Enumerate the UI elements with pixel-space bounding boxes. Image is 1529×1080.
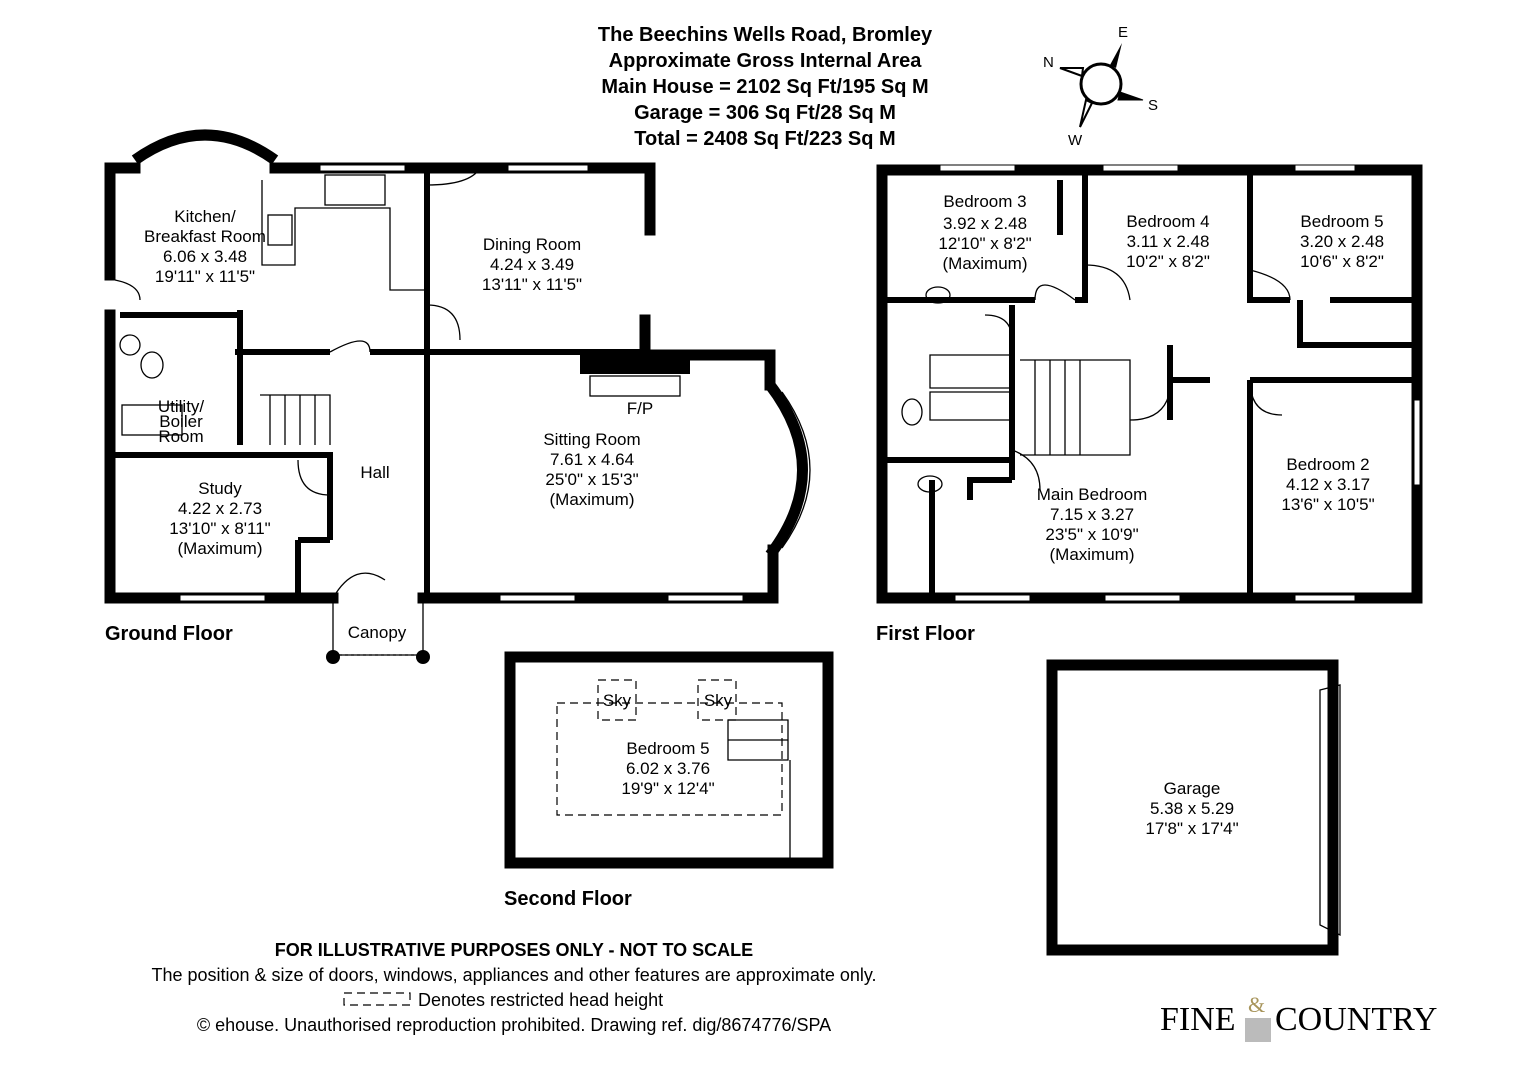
room-name: Boiler [159, 412, 203, 431]
main-house-area: Main House = 2102 Sq Ft/195 Sq M [601, 76, 928, 98]
floor-label: Second Floor [504, 888, 632, 910]
room-imperial: 13'10" x 8'11" [169, 519, 270, 538]
room-note: (Maximum) [550, 490, 635, 509]
room-name: Bedroom 5 [626, 739, 709, 758]
room-name: Kitchen/ [174, 207, 236, 226]
room-metric: 3.92 x 2.48 [943, 214, 1027, 233]
room-imperial: 19'9" x 12'4" [621, 779, 714, 798]
room-metric: 4.24 x 3.49 [490, 255, 574, 274]
room-imperial: 12'10" x 8'2" [938, 234, 1031, 253]
restricted-height-legend-icon [343, 992, 411, 1006]
room-name: Room [158, 427, 203, 446]
garage-plan: Garage 5.38 x 5.29 17'8" x 17'4" [1046, 659, 1341, 956]
room-name: Garage [1164, 779, 1221, 798]
room-metric: 7.15 x 3.27 [1050, 505, 1134, 524]
skylight-label: Sky [603, 691, 632, 710]
logo-amp: & [1248, 992, 1265, 1017]
room-name: Main Bedroom [1037, 485, 1148, 504]
legend-text: Denotes restricted head height [418, 990, 663, 1010]
room-name: Hall [360, 463, 389, 482]
logo-text: FINE [1160, 1001, 1236, 1038]
room-name: Dining Room [483, 235, 581, 254]
room-metric: 3.11 x 2.48 [1127, 232, 1210, 251]
room-imperial: 10'2" x 8'2" [1126, 252, 1210, 271]
room-metric: 6.06 x 3.48 [163, 247, 247, 266]
floor-label: Ground Floor [105, 623, 233, 645]
room-metric: 5.38 x 5.29 [1150, 799, 1234, 818]
skylight-label: Sky [704, 691, 733, 710]
header: The Beechins Wells Road, Bromley Approxi… [598, 24, 933, 150]
garage-area: Garage = 306 Sq Ft/28 Sq M [634, 102, 896, 124]
room-name: Utility/ [158, 397, 205, 416]
footer: FOR ILLUSTRATIVE PURPOSES ONLY - NOT TO … [151, 940, 876, 1035]
room-name: Bedroom 3 [943, 192, 1026, 211]
room-imperial: 13'11" x 11'5" [482, 275, 582, 294]
room-name: Breakfast Room [144, 227, 266, 246]
room-imperial: 10'6" x 8'2" [1300, 252, 1384, 271]
logo-text: COUNTRY [1275, 1001, 1437, 1038]
second-floor-plan: Sky Sky Bedroom 5 6.02 x 3.76 19'9" x 12… [504, 651, 834, 910]
room-name: Study [198, 479, 242, 498]
room-metric: 3.20 x 2.48 [1300, 232, 1384, 251]
compass-e: E [1118, 24, 1128, 41]
room-name: Canopy [348, 623, 407, 642]
total-area: Total = 2408 Sq Ft/223 Sq M [634, 128, 895, 150]
room-metric: 7.61 x 4.64 [550, 450, 634, 469]
room-name: Bedroom 2 [1286, 455, 1369, 474]
room-note: (Maximum) [943, 254, 1028, 273]
compass-w: W [1068, 132, 1083, 149]
room-imperial: 13'6" x 10'5" [1281, 495, 1374, 514]
room-imperial: 23'5" x 10'9" [1045, 525, 1138, 544]
compass-n: N [1043, 54, 1054, 71]
room-metric: 4.22 x 2.73 [178, 499, 262, 518]
fireplace-label: F/P [627, 399, 653, 418]
position-note: The position & size of doors, windows, a… [151, 965, 876, 985]
room-note: (Maximum) [178, 539, 263, 558]
room-imperial: 25'0" x 15'3" [545, 470, 638, 489]
compass-icon: E N S W [1043, 24, 1158, 149]
area-subtitle: Approximate Gross Internal Area [609, 50, 923, 72]
disclaimer: FOR ILLUSTRATIVE PURPOSES ONLY - NOT TO … [275, 940, 753, 960]
compass-s: S [1148, 97, 1158, 114]
ground-floor-plan: Kitchen/ Breakfast Room 6.06 x 3.48 19'1… [104, 129, 811, 664]
room-metric: 4.12 x 3.17 [1286, 475, 1370, 494]
floor-label: First Floor [876, 623, 975, 645]
copyright: © ehouse. Unauthorised reproduction proh… [197, 1015, 831, 1035]
fine-country-logo: FINE & COUNTRY [1160, 992, 1437, 1042]
pillar-icon [1245, 1018, 1271, 1042]
room-imperial: 19'11" x 11'5" [155, 267, 255, 286]
plan-title: The Beechins Wells Road, Bromley [598, 24, 933, 46]
room-name: Bedroom 4 [1126, 212, 1209, 231]
first-floor-plan: Bedroom 3 3.92 x 2.48 12'10" x 8'2" (Max… [876, 164, 1423, 645]
room-imperial: 17'8" x 17'4" [1145, 819, 1238, 838]
room-metric: 6.02 x 3.76 [626, 759, 710, 778]
room-name: Bedroom 5 [1300, 212, 1383, 231]
room-name: Sitting Room [543, 430, 640, 449]
room-note: (Maximum) [1050, 545, 1135, 564]
